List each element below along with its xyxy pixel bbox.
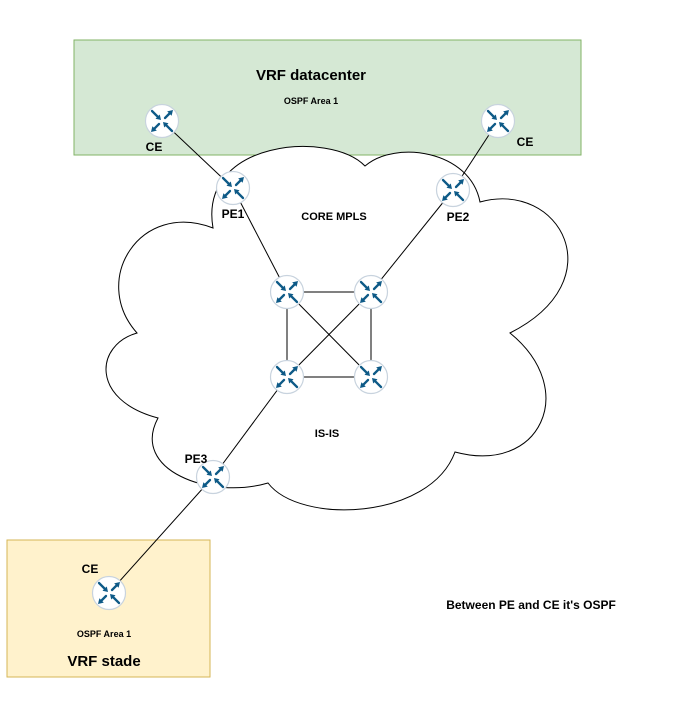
router-icon [215, 170, 251, 206]
vrf-stade-subtitle: OSPF Area 1 [77, 629, 131, 639]
link-pe3-ce-stade [108, 476, 214, 594]
router-ce-stade[interactable] [91, 575, 127, 611]
link-pe2-p-top-right [370, 189, 454, 293]
router-icon [91, 575, 127, 611]
link-p-diagonal-2 [286, 291, 372, 378]
router-p-bottom-right[interactable] [353, 359, 389, 395]
vrf-datacenter-subtitle: OSPF Area 1 [284, 96, 338, 106]
label-ce-datacenter-left: CE [146, 140, 163, 154]
core-mpls-title: CORE MPLS [301, 211, 366, 223]
vrf-datacenter-title: VRF datacenter [256, 67, 366, 84]
label-pe1: PE1 [222, 207, 245, 221]
label-ce-stade: CE [82, 562, 99, 576]
router-pe2[interactable] [435, 172, 471, 208]
label-pe3: PE3 [185, 452, 208, 466]
router-icon [435, 172, 471, 208]
router-icon [480, 103, 516, 139]
router-icon [144, 103, 180, 139]
router-icon [269, 274, 305, 310]
router-p-bottom-left[interactable] [269, 359, 305, 395]
core-mpls-cloud [105, 145, 569, 511]
router-p-top-left[interactable] [269, 274, 305, 310]
pe-ce-protocol-note: Between PE and CE it's OSPF [446, 598, 616, 612]
link-pe1-p-top-left [232, 187, 288, 293]
router-pe1[interactable] [215, 170, 251, 206]
router-icon [353, 359, 389, 395]
label-pe2: PE2 [447, 210, 470, 224]
router-p-top-right[interactable] [353, 274, 389, 310]
router-ce-datacenter-left[interactable] [144, 103, 180, 139]
core-protocol-label: IS-IS [315, 428, 339, 440]
router-icon [353, 274, 389, 310]
router-ce-datacenter-right[interactable] [480, 103, 516, 139]
label-ce-datacenter-right: CE [517, 135, 534, 149]
link-p-bottom-left-pe3 [212, 376, 288, 478]
vrf-stade-title: VRF stade [67, 653, 140, 670]
router-icon [269, 359, 305, 395]
